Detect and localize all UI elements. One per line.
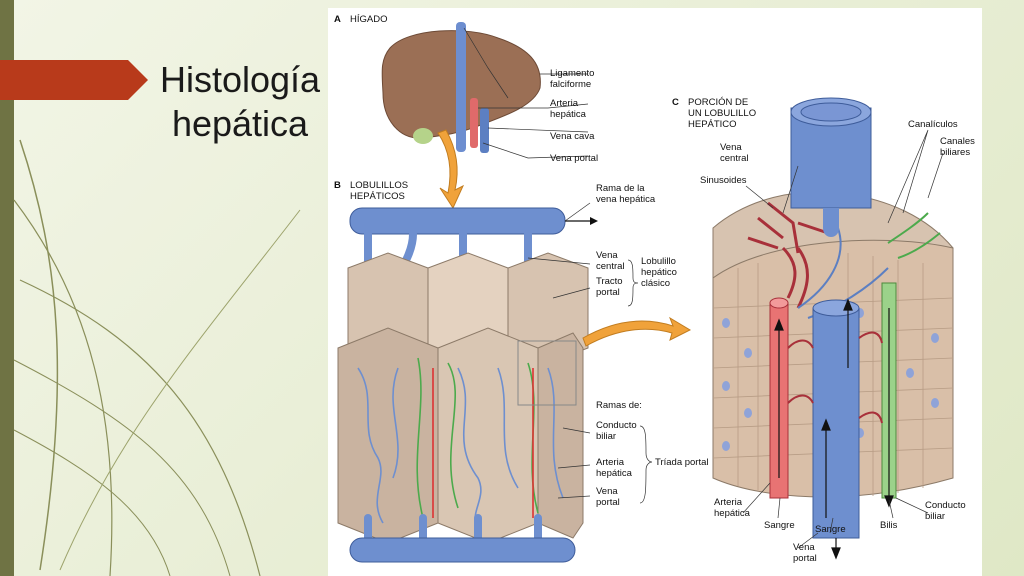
label-tracto-2: portal xyxy=(596,287,620,298)
panel-b-heading-2: HEPÁTICOS xyxy=(350,191,405,202)
liver-histology-figure: A HÍGADO Ligamento falciforme Arteria he… xyxy=(328,8,982,576)
label-lobulillo-3: clásico xyxy=(641,278,670,289)
label-vena-portal-a: Vena portal xyxy=(550,153,598,164)
label-sangre-2: Sangre xyxy=(815,524,846,535)
panel-a-letter: A xyxy=(334,14,341,25)
label-arteria-a-2: hepática xyxy=(550,109,587,120)
decorative-lines xyxy=(13,139,301,576)
label-arteria-c-2: hepática xyxy=(714,508,751,519)
label-rama-2: vena hepática xyxy=(596,194,656,205)
label-ligamento-2: falciforme xyxy=(550,79,591,90)
label-vena-portal-b-2: portal xyxy=(596,497,620,508)
vena-cava-tube xyxy=(456,22,466,152)
sinusoid-red xyxy=(747,201,829,309)
label-rama-1: Rama de la xyxy=(596,183,645,194)
label-conducto-b-2: biliar xyxy=(596,431,616,442)
arteria-tube xyxy=(470,98,478,148)
label-sangre-1: Sangre xyxy=(764,520,795,531)
label-sinusoides: Sinusoides xyxy=(700,175,747,186)
label-vena-central-b-1: Vena xyxy=(596,250,618,261)
portal-tube xyxy=(480,108,489,153)
panel-c-heading-1: PORCIÓN DE xyxy=(688,97,748,108)
panel-c-heading-3: HEPÁTICO xyxy=(688,119,737,130)
label-vena-portal-c-1: Vena xyxy=(793,542,815,553)
label-vena-central-b-2: central xyxy=(596,261,625,272)
label-arteria-a-1: Arteria xyxy=(550,98,579,109)
portal-c-tube xyxy=(812,307,860,539)
sinusoid-green xyxy=(887,212,941,259)
lobule-blocks xyxy=(337,252,589,544)
label-vena-cava: Vena cava xyxy=(550,131,595,142)
panel-a-heading: HÍGADO xyxy=(350,14,387,25)
title-line-1: Histología xyxy=(159,59,321,100)
left-accent-bar xyxy=(0,0,14,576)
label-vena-central-c-1: Vena xyxy=(720,142,742,153)
slide-title: Histología hepática xyxy=(150,58,330,146)
label-tracto-1: Tracto xyxy=(596,276,623,287)
label-conducto-b-1: Conducto xyxy=(596,420,637,431)
highlight-box xyxy=(517,340,577,406)
label-vena-portal-c-2: portal xyxy=(793,553,817,564)
label-canaliculos: Canalículos xyxy=(908,119,958,130)
label-arteria-b-1: Arteria xyxy=(596,457,625,468)
panel-b-letter: B xyxy=(334,180,341,191)
label-triada: Tríada portal xyxy=(655,457,709,468)
label-vena-central-c-2: central xyxy=(720,153,749,164)
label-lobulillo-2: hepático xyxy=(641,267,677,278)
panel-c-letter: C xyxy=(672,97,679,108)
label-ligamento-1: Ligamento xyxy=(550,68,594,79)
panel-c-lobule-portion: C PORCIÓN DE UN LOBULILLO HEPÁTICO xyxy=(672,97,975,564)
central-vein-neck xyxy=(823,208,839,237)
panel-c-heading-2: UN LOBULILLO xyxy=(688,108,756,119)
portal-vein-bottom xyxy=(349,537,576,563)
label-arteria-c-1: Arteria xyxy=(714,497,743,508)
label-canales-1: Canales xyxy=(940,136,975,147)
label-ramas-de: Ramas de: xyxy=(596,400,642,411)
hepatic-vein-branch xyxy=(349,207,566,235)
label-conducto-c-2: biliar xyxy=(925,511,945,522)
label-arteria-b-2: hepática xyxy=(596,468,633,479)
gallbladder xyxy=(413,128,433,144)
red-sinusoid-loops xyxy=(787,331,883,424)
flow-arrows xyxy=(774,298,894,560)
panel-b-heading-1: LOBULILLOS xyxy=(350,180,408,191)
orange-arrow-b xyxy=(582,316,692,347)
panel-b-lobules: B LOBULILLOS HEPÁTICOS xyxy=(334,180,709,563)
sinusoid-network xyxy=(357,357,564,529)
panel-a-liver: A HÍGADO Ligamento falciforme Arteria he… xyxy=(334,14,598,210)
label-conducto-c-1: Conducto xyxy=(925,500,966,511)
label-canales-2: biliares xyxy=(940,147,970,158)
label-bilis: Bilis xyxy=(880,520,898,531)
label-vena-portal-b-1: Vena xyxy=(596,486,618,497)
title-line-2: hepática xyxy=(171,103,309,144)
title-arrow-tab xyxy=(0,60,148,100)
label-lobulillo-1: Lobulillo xyxy=(641,256,676,267)
